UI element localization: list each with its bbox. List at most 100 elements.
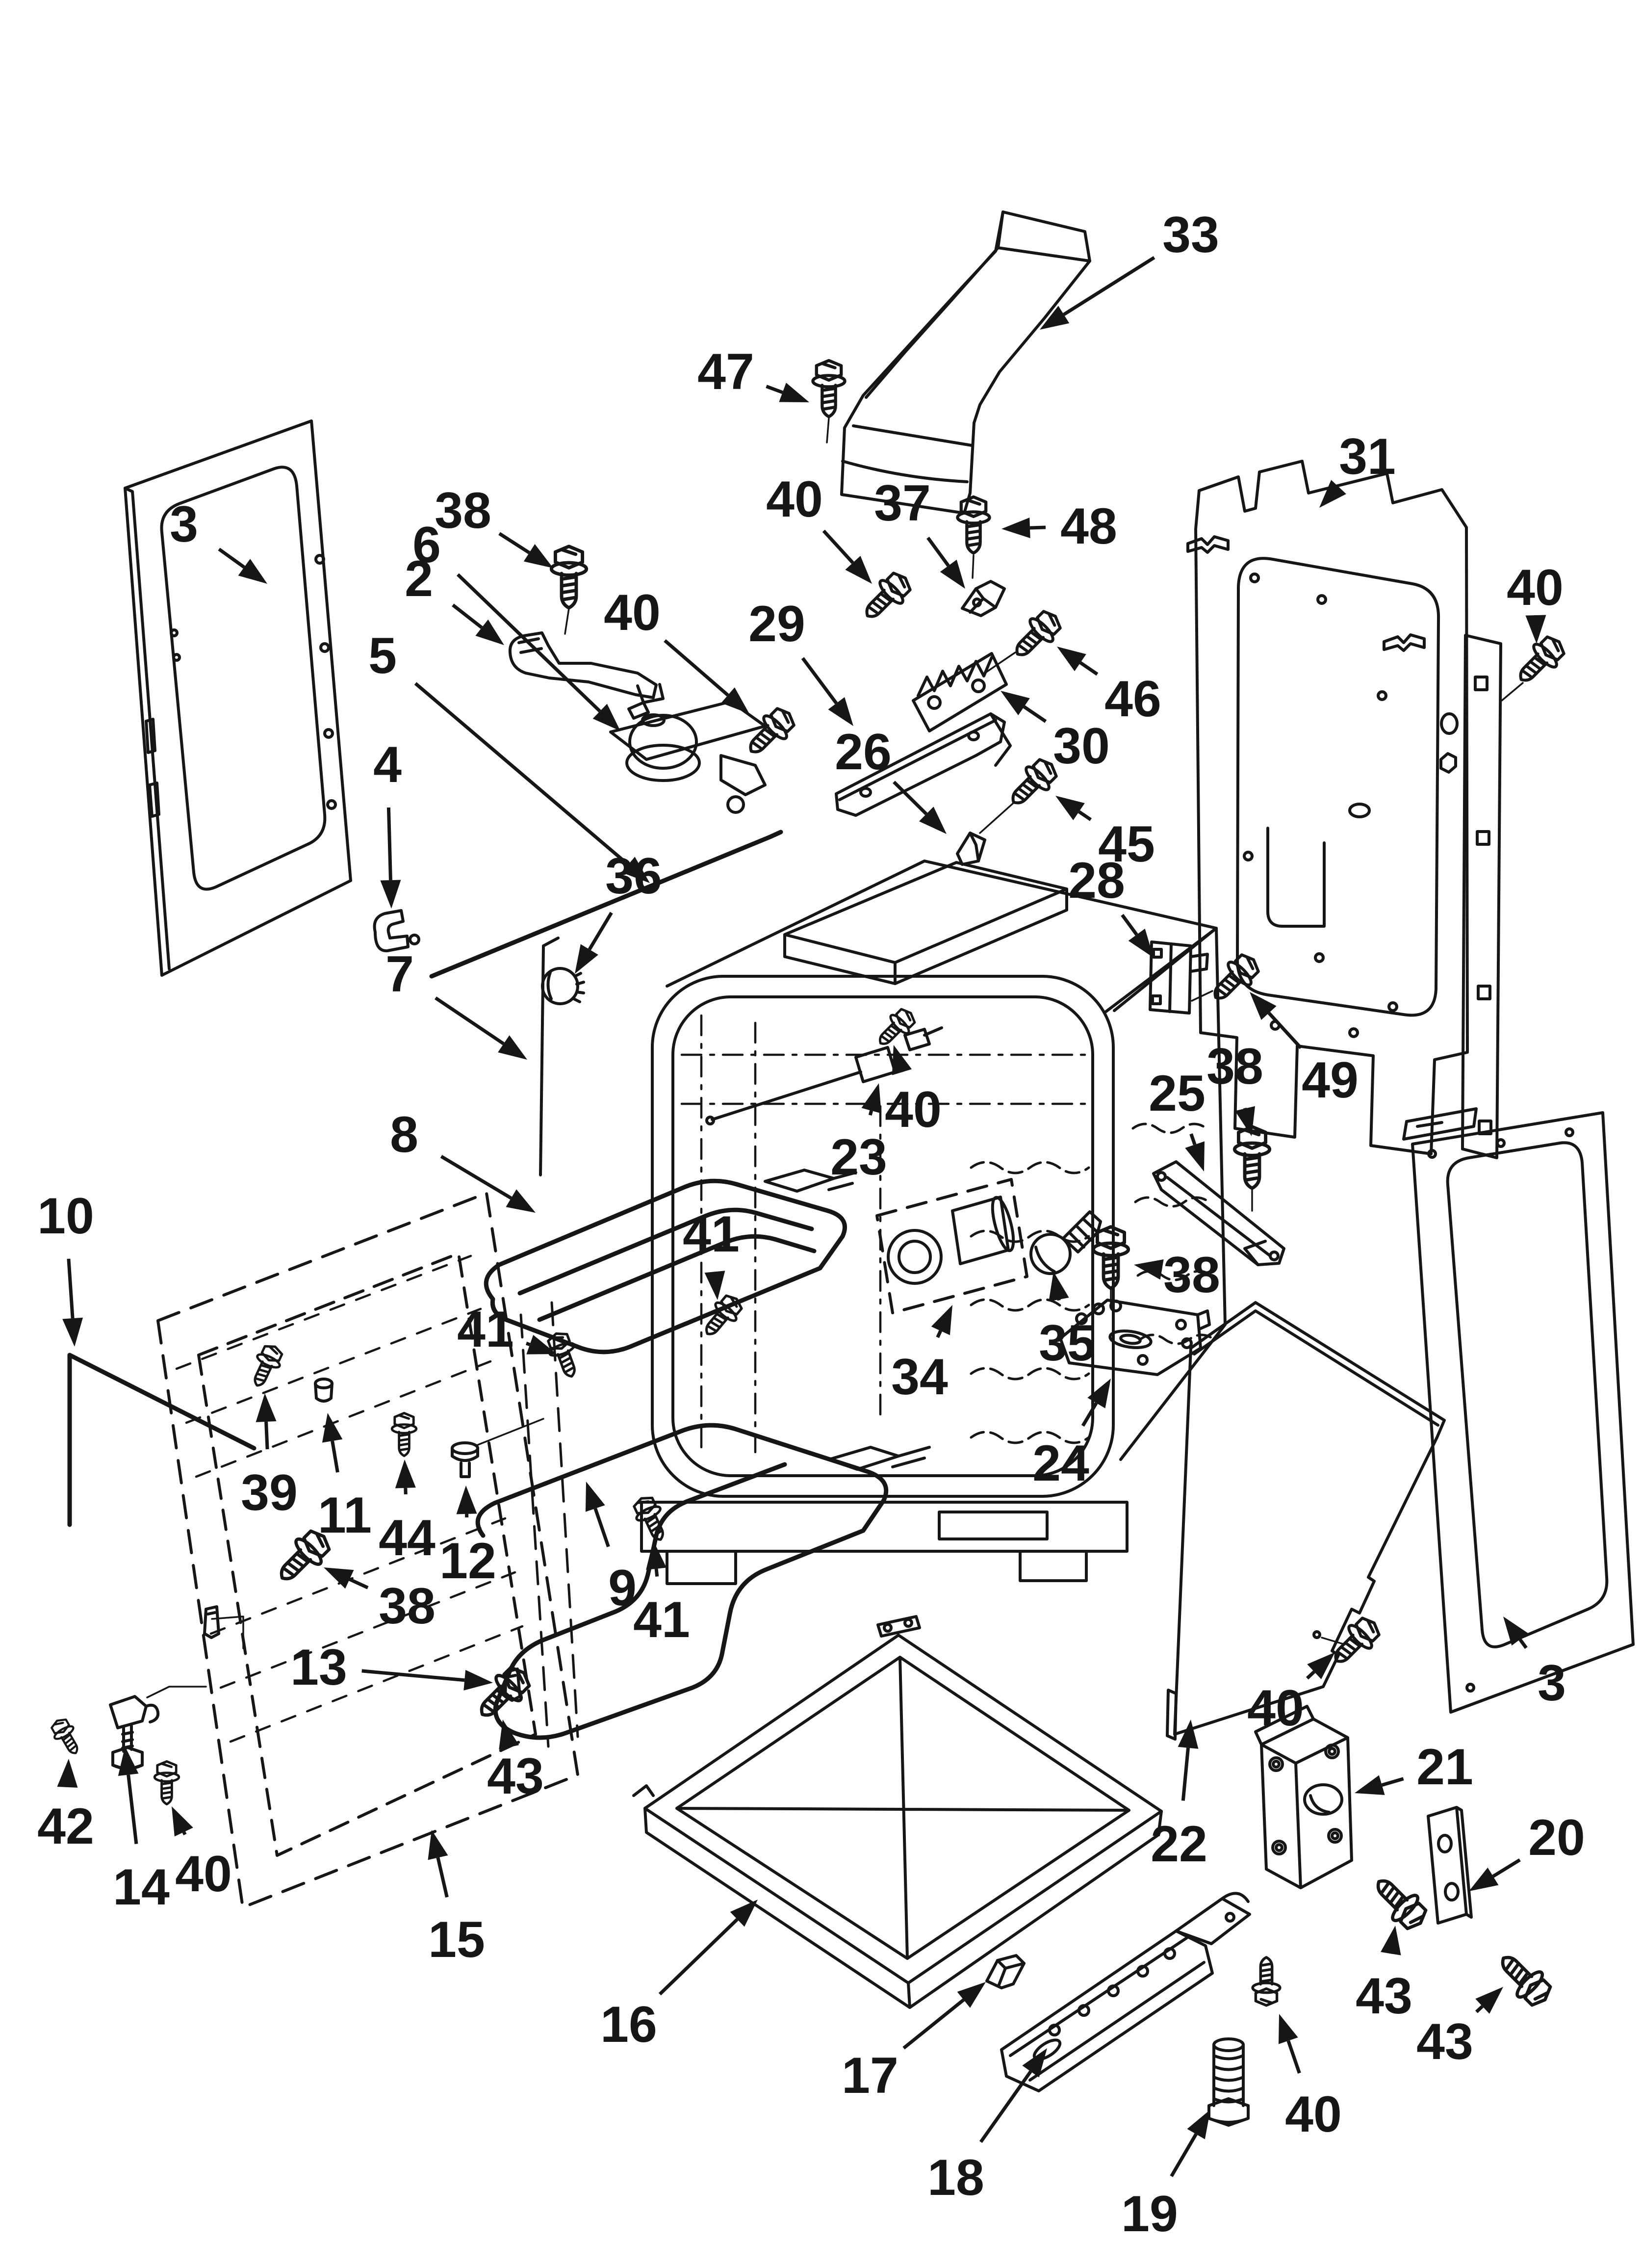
callout-number: 17	[842, 2047, 898, 2104]
callout-arrowhead	[526, 1334, 557, 1355]
callout-arrowhead	[238, 559, 267, 584]
broil-element	[484, 1169, 857, 1355]
callout-49: 49	[1250, 992, 1359, 1109]
callout-leader-line	[182, 1831, 187, 1835]
callout-leader-line	[1081, 1402, 1098, 1427]
leveling-leg	[109, 1686, 207, 1772]
callout-number: 30	[1053, 718, 1110, 775]
callout-number: 22	[1151, 1816, 1207, 1873]
base-pan	[632, 1615, 1163, 2009]
callout-leader-line	[822, 529, 854, 564]
callout-leader-line	[1518, 1638, 1528, 1649]
callout-42: 42	[37, 1759, 94, 1855]
callout-number: 6	[412, 517, 441, 574]
callout-number: 42	[37, 1798, 94, 1855]
callout-arrowhead	[919, 807, 947, 834]
callout-arrowhead	[1055, 796, 1085, 820]
callout-number: 3	[170, 496, 198, 553]
callout-29: 29	[748, 596, 853, 726]
left-side-panel	[124, 419, 352, 977]
callout-number: 9	[608, 1560, 637, 1616]
callout-arrowhead	[1355, 1775, 1385, 1795]
callout-45: 45	[1055, 796, 1155, 873]
side-trim-rod	[539, 937, 560, 1176]
ground-wire	[67, 1353, 257, 1527]
screw-icon	[957, 497, 989, 553]
callout-14: 14	[113, 1747, 170, 1916]
callout-30: 30	[1001, 691, 1110, 775]
callout-number: 40	[1285, 2086, 1342, 2143]
cavity-clip	[956, 803, 1014, 866]
anti-tip-bracket	[1254, 1705, 1353, 1889]
callout-leader-line	[936, 1330, 942, 1338]
callout-40: 40	[1507, 559, 1564, 644]
callout-number: 12	[439, 1533, 496, 1590]
callout-leader-line	[456, 573, 601, 713]
callout-number: 19	[1121, 2186, 1178, 2242]
callout-number: 41	[633, 1591, 690, 1648]
callout-number: 7	[385, 946, 414, 1003]
callout-leader-line	[1023, 705, 1047, 723]
callout-arrowhead	[1087, 1379, 1111, 1408]
callout-leader-line	[1306, 1670, 1315, 1680]
toothed-bracket	[912, 652, 1016, 732]
callout-number: 28	[1068, 852, 1125, 909]
callout-arrowhead	[428, 1830, 448, 1860]
callout-40: 40	[1247, 1652, 1335, 1737]
callout-number: 29	[748, 596, 805, 652]
callout-arrowhead	[592, 704, 620, 731]
callout-40: 40	[885, 1045, 942, 1138]
callout-leader-line	[386, 807, 392, 881]
callout-number: 25	[1149, 1065, 1206, 1122]
drawer-glide-rail	[1000, 1892, 1251, 2092]
leveling-foot	[1207, 2037, 1250, 2127]
callout-arrowhead	[730, 1900, 758, 1927]
callout-25: 25	[1149, 1065, 1206, 1172]
callout-leader-line	[218, 547, 245, 569]
callout-arrowhead	[463, 1669, 493, 1691]
callout-31: 31	[1319, 428, 1396, 508]
callout-number: 33	[1162, 207, 1219, 263]
callout-arrowhead	[1134, 1259, 1164, 1280]
callout-number: 38	[435, 482, 491, 539]
screw-icon	[551, 547, 586, 608]
callout-number: 49	[1302, 1052, 1359, 1109]
callout-arrowhead	[324, 1567, 354, 1589]
callout-36: 36	[575, 848, 662, 974]
callout-number: 38	[1206, 1038, 1263, 1095]
callout-arrowhead	[1178, 1720, 1199, 1749]
callout-number: 40	[766, 471, 823, 528]
right-side-panel	[1402, 1107, 1635, 1714]
callout-arrowhead	[1001, 691, 1030, 715]
callout-arrowhead	[1185, 1141, 1205, 1172]
latch-rod	[429, 830, 783, 979]
callout-number: 4	[373, 736, 402, 793]
callout-number: 40	[885, 1081, 942, 1138]
callout-41: 41	[683, 1206, 740, 1300]
rear-panel	[1186, 460, 1502, 1159]
callout-arrowhead	[1278, 2014, 1298, 2044]
callout-arrowhead	[380, 880, 401, 909]
callout-arrowhead	[1057, 647, 1086, 672]
callout-44: 44	[379, 1460, 436, 1566]
callout-arrowhead	[721, 687, 749, 714]
callout-33: 33	[1040, 207, 1219, 330]
callout-number: 47	[697, 343, 754, 400]
callout-arrowhead	[646, 1540, 667, 1570]
screw-icon	[1253, 1957, 1280, 2006]
callout-arrowhead	[845, 556, 872, 584]
callout-leader-line	[658, 1918, 739, 1996]
callout-number: 11	[318, 1487, 372, 1544]
callout-leader-line	[452, 603, 483, 629]
callout-38: 38	[1206, 1038, 1263, 1136]
callout-number: 38	[1163, 1247, 1220, 1303]
callout-23: 23	[830, 1083, 887, 1186]
callout-13: 13	[290, 1639, 493, 1696]
callout-leader-line	[349, 1578, 369, 1590]
callout-leader-line	[436, 1857, 449, 1898]
callout-number: 10	[37, 1188, 94, 1245]
callout-number: 48	[1060, 498, 1117, 555]
callout-number: 24	[1032, 1435, 1089, 1492]
callout-number: 41	[457, 1301, 514, 1358]
callout-arrowhead	[395, 1460, 416, 1488]
